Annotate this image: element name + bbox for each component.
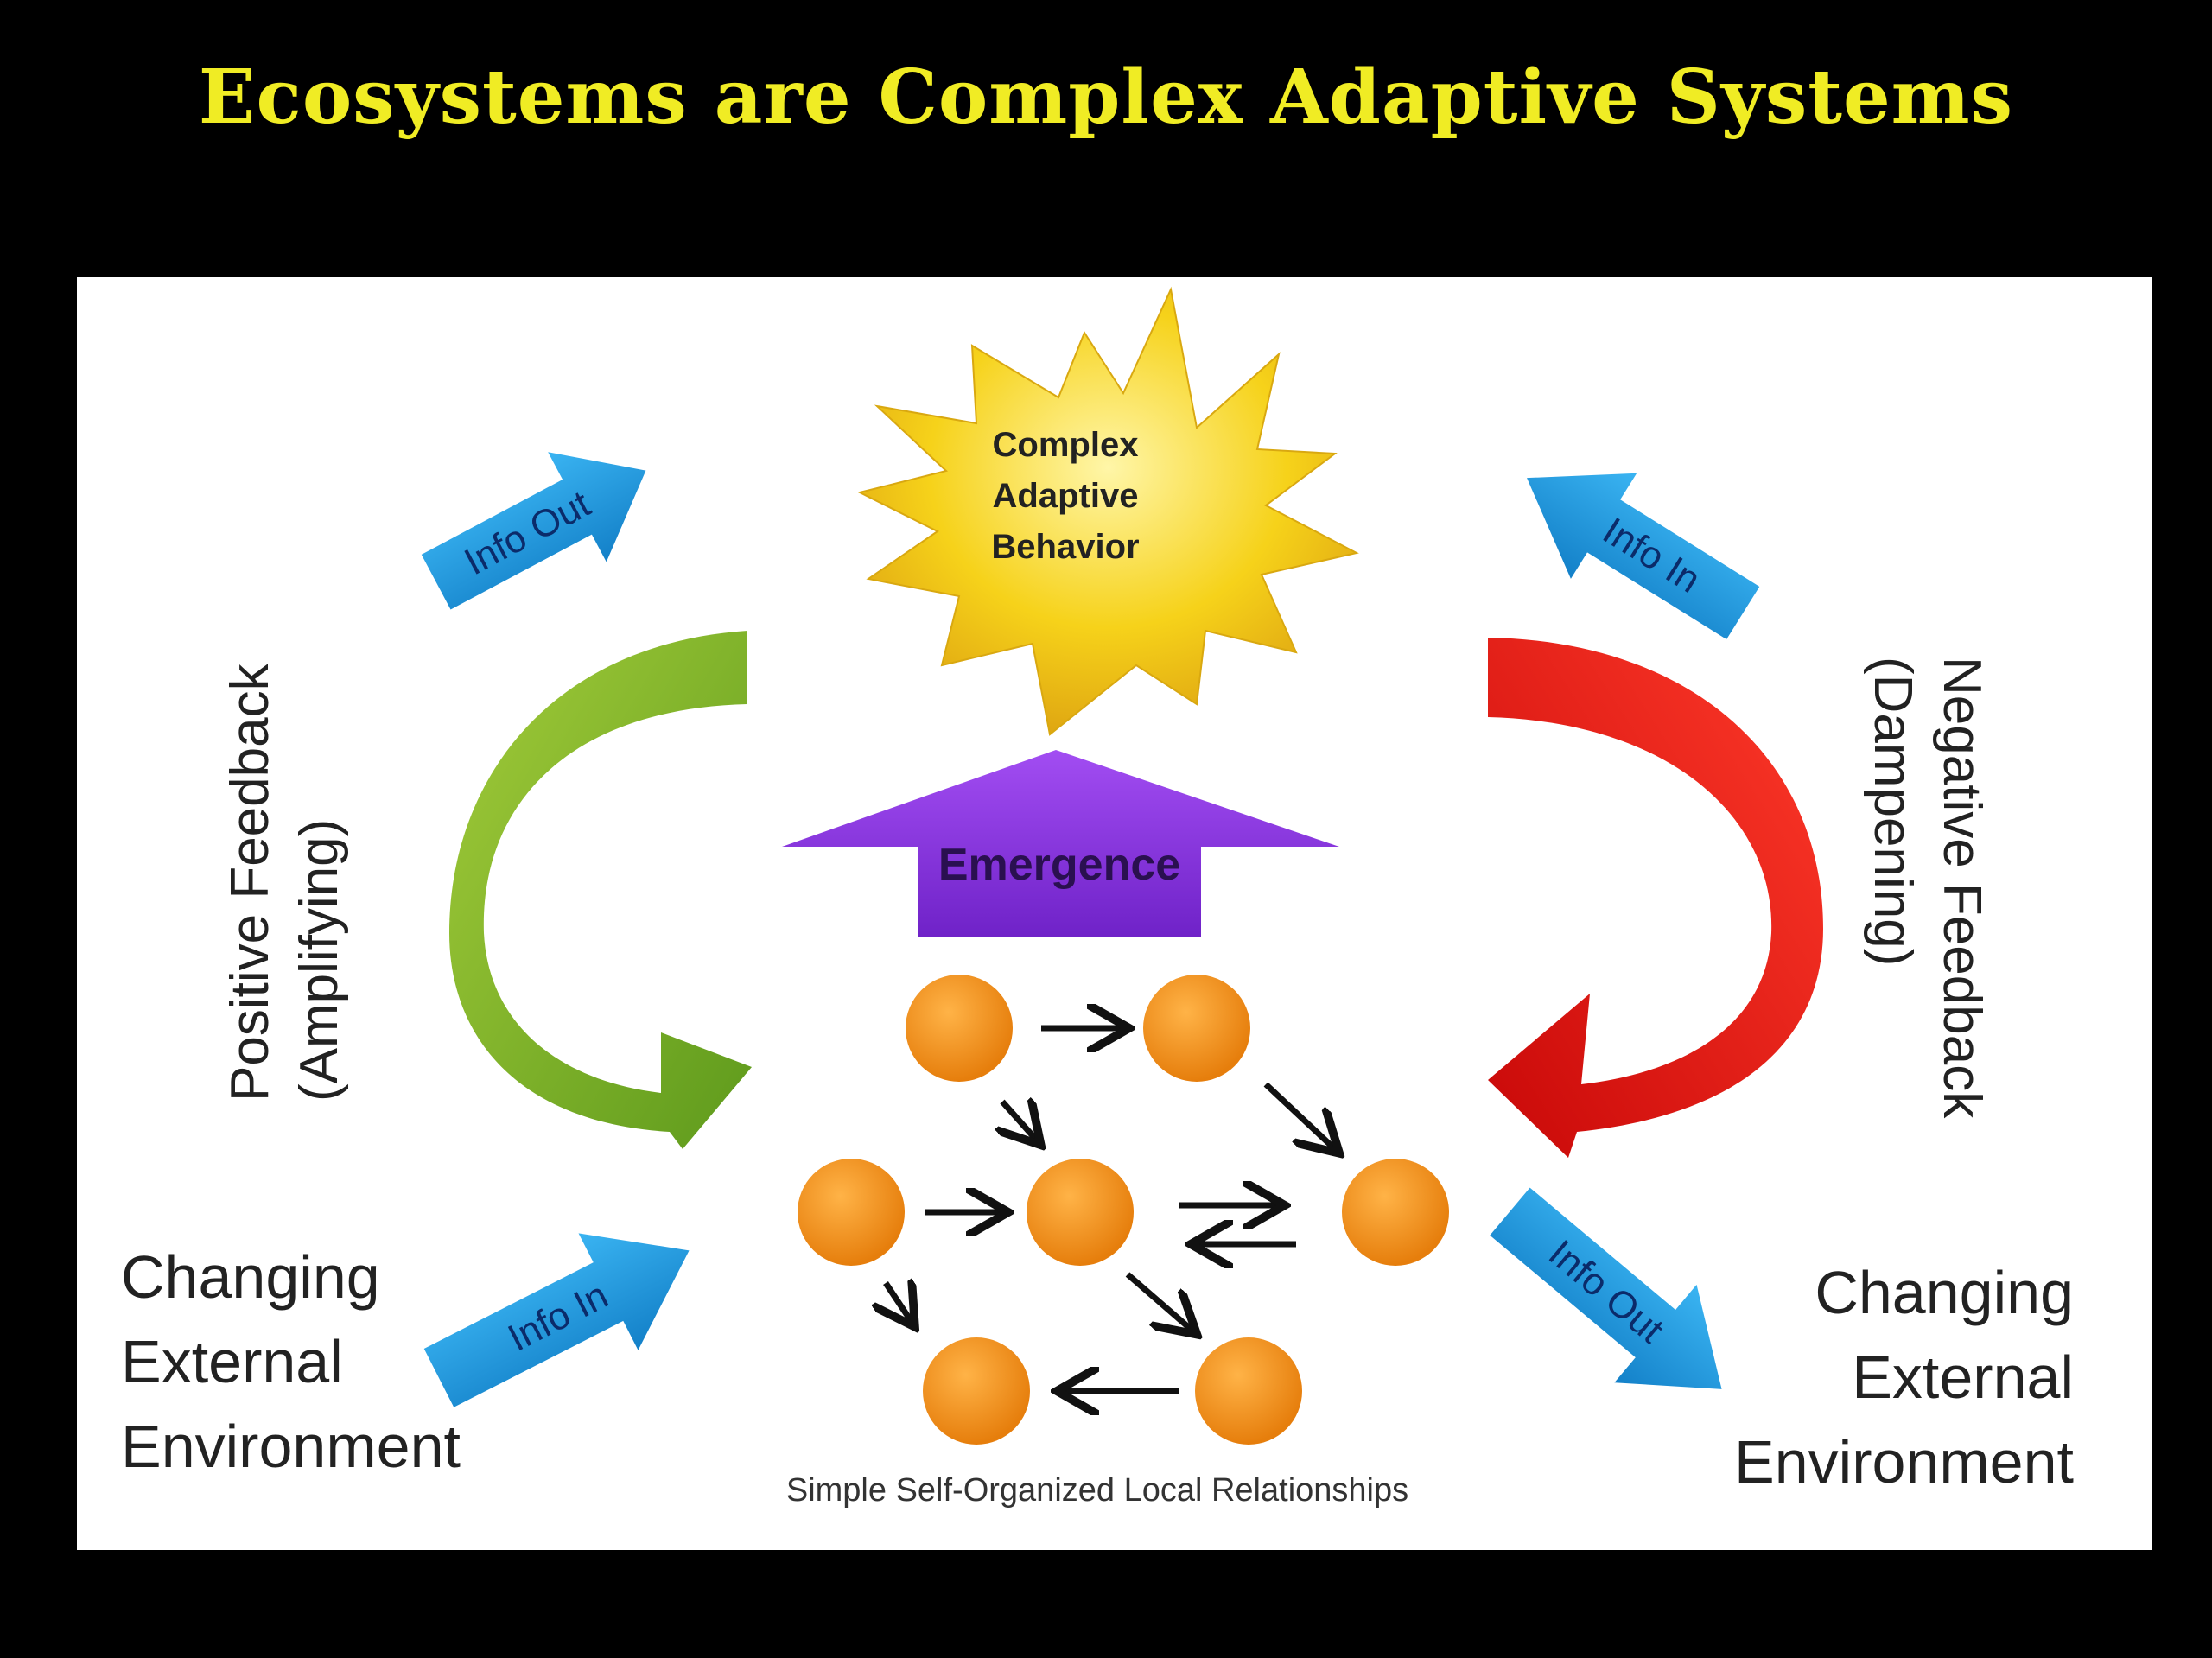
negative-feedback-arrow: [1488, 638, 1823, 1158]
complex-behavior-star: [857, 286, 1359, 736]
node: [1342, 1159, 1449, 1266]
relation-arrow: [1263, 1082, 1335, 1149]
info-in-top-arrow: Info In: [1527, 473, 1760, 640]
env-left-line-3: Environment: [121, 1413, 461, 1480]
emergence-arrow: [782, 750, 1339, 937]
info-out-top-arrow: Info Out: [421, 452, 646, 610]
env-left-line-2: External: [121, 1328, 343, 1395]
star-label-line-2: Adaptive: [993, 477, 1139, 515]
relation-arrow: [1002, 1102, 1037, 1140]
relationships-caption: Simple Self-Organized Local Relationship…: [786, 1472, 1408, 1509]
env-right-line-3: Environment: [1734, 1428, 2074, 1496]
star-label-line-1: Complex: [993, 426, 1139, 464]
positive-feedback-label: Positive Feedback (Amplifying): [220, 663, 349, 1102]
star-label-line-3: Behavior: [991, 528, 1139, 566]
info-out-bottom-arrow: Info Out: [1490, 1187, 1722, 1389]
node: [1143, 975, 1250, 1082]
negative-feedback-label: Negative Feedback (Dampening): [1863, 657, 1992, 1119]
negative-feedback-line-1: Negative Feedback: [1932, 657, 1992, 1119]
negative-feedback-line-2: (Dampening): [1863, 657, 1923, 966]
positive-feedback-line-2: (Amplifying): [289, 819, 349, 1102]
env-left-line-1: Changing: [121, 1243, 380, 1311]
positive-feedback-line-1: Positive Feedback: [220, 663, 280, 1102]
node: [923, 1337, 1030, 1445]
env-right-line-2: External: [1852, 1344, 2074, 1411]
env-right-line-1: Changing: [1815, 1259, 2074, 1326]
node: [798, 1159, 905, 1266]
slide-title: Ecosystems are Complex Adaptive Systems: [198, 54, 2014, 141]
relation-arrow: [1125, 1272, 1192, 1331]
node: [1195, 1337, 1302, 1445]
node: [906, 975, 1013, 1082]
info-in-bottom-arrow: Info In: [423, 1233, 690, 1407]
relation-arrow: [886, 1283, 912, 1322]
node: [1027, 1159, 1134, 1266]
positive-feedback-arrow: [449, 631, 752, 1149]
emergence-label: Emergence: [938, 840, 1180, 890]
